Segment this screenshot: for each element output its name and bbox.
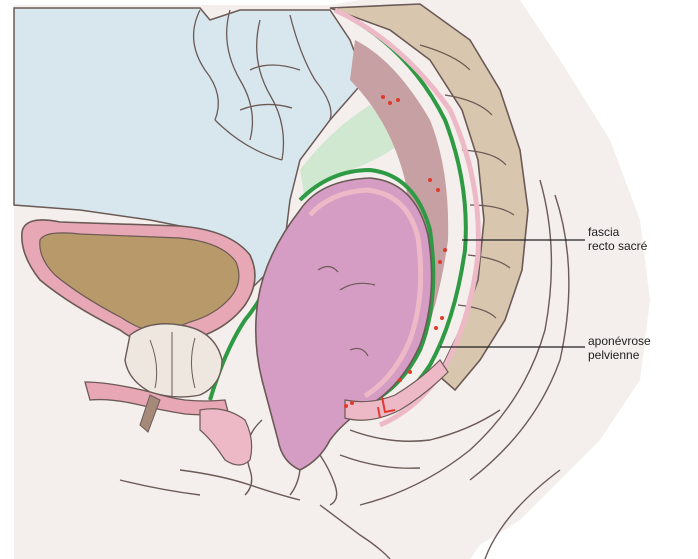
fascia-recto-sacre-label: fascia recto sacré (588, 225, 647, 253)
fascia-label-line1: fascia (588, 225, 647, 239)
aponevrose-pelvienne-label: aponévrose pelvienne (588, 334, 651, 362)
aponevrose-label-line2: pelvienne (588, 348, 651, 362)
aponevrose-label-line1: aponévrose (588, 334, 651, 348)
fascia-label-line2: recto sacré (588, 239, 647, 253)
